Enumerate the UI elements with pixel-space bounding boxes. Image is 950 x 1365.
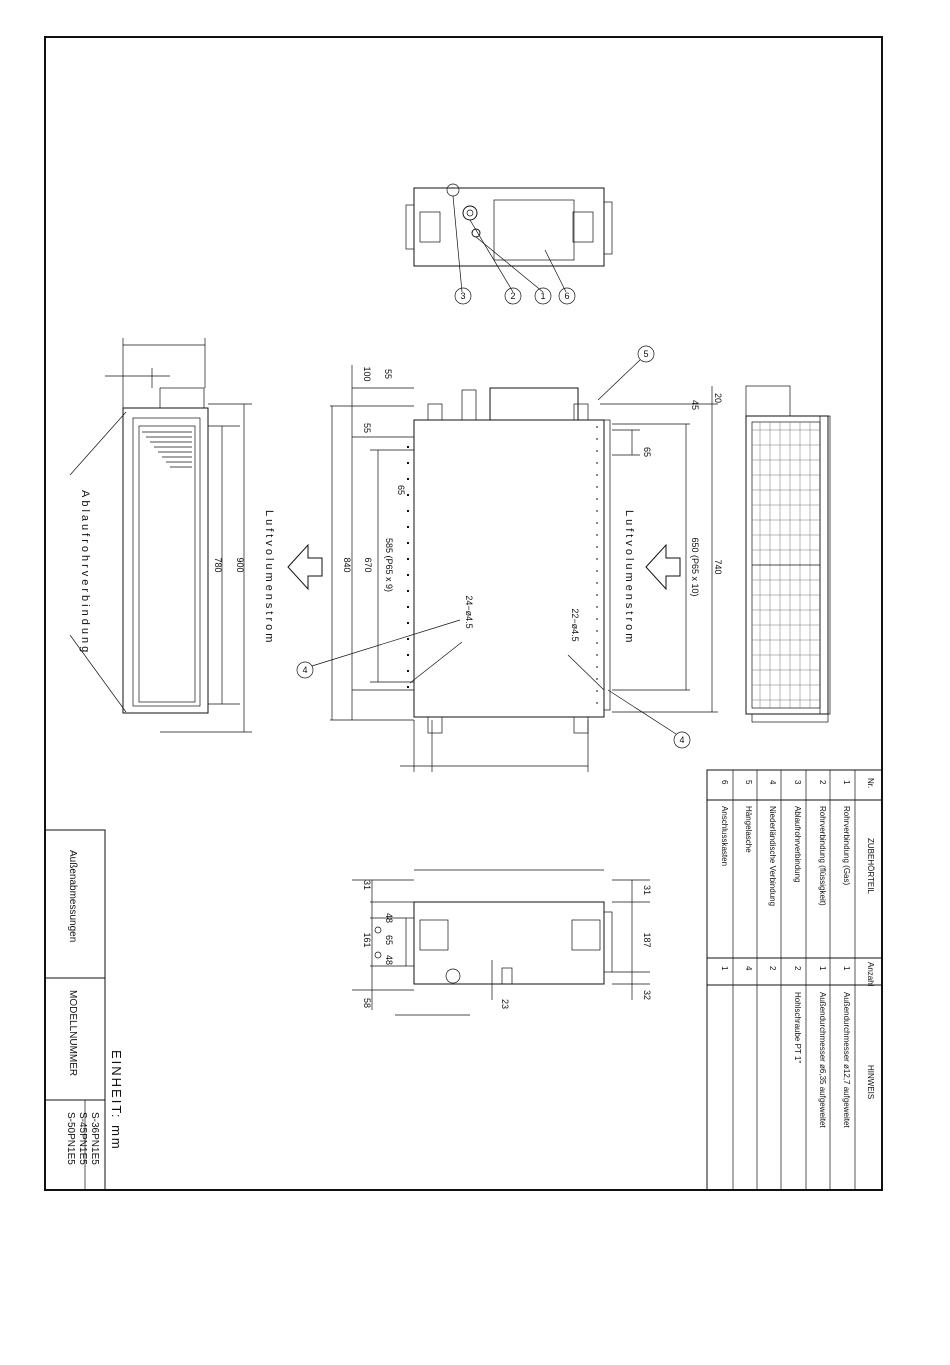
svg-text:4: 4: [744, 966, 753, 971]
callout-1: [534, 287, 552, 305]
model-3: S-50PN1E5: [65, 1112, 76, 1165]
dim-31-right: 31: [642, 885, 652, 895]
svg-text:Hängelasche: Hängelasche: [744, 806, 753, 853]
svg-text:Rohrverbindung (flüssigkeit): Rohrverbindung (flüssigkeit): [818, 806, 827, 906]
svg-text:2: 2: [793, 966, 802, 971]
header-qty: Anzahl: [866, 962, 875, 987]
svg-text:Niederländische Verbindung: Niederländische Verbindung: [768, 806, 777, 906]
model-number-label: MODELLNUMMER: [67, 990, 78, 1076]
model-1: S-36PN1E5: [89, 1112, 100, 1165]
dim-55-top: 55: [383, 369, 393, 379]
svg-text:1: 1: [842, 780, 851, 785]
dim-31-left: 31: [362, 880, 372, 890]
dim-23: 23: [500, 999, 510, 1009]
callout-4-right-label: 4: [679, 735, 684, 745]
title-block: Außenabmessungen MODELLNUMMER S-36PN1E5 …: [44, 829, 124, 1191]
dim-65-left: 65: [396, 485, 406, 495]
drawing-border: [44, 36, 883, 1191]
dim-585: 585 (P65 x 9): [384, 538, 394, 592]
dim-840: 840: [342, 557, 352, 572]
table-row: 3 Ablaufrohrverbindung 2 Hohlschraube PT…: [793, 780, 802, 1063]
dim-32: 32: [642, 990, 652, 1000]
hole-note-24: 24−ø4.5: [464, 595, 474, 628]
svg-text:6: 6: [720, 780, 729, 785]
bottom-view: 31 48 65 48 161 58 31 187 32 23: [352, 869, 652, 1016]
main-plan-view: 100 55 55 65 585 (P65 x 9) 670 840 24−ø4…: [296, 345, 723, 772]
dim-650: 650 (P65 x 10): [690, 537, 700, 596]
model-2: S-45PN1E5: [77, 1112, 88, 1165]
dim-48-a: 48: [384, 913, 394, 923]
svg-text:Außendurchmesser ø12,7 aufgewe: Außendurchmesser ø12,7 aufgeweitet: [842, 992, 851, 1128]
drawing-title: Außenabmessungen: [67, 850, 78, 942]
dim-670: 670: [363, 557, 373, 572]
dim-161: 161: [362, 932, 372, 947]
callout-3: [454, 287, 472, 305]
callout-3-label: 3: [460, 291, 465, 301]
header-note: HINWEIS: [866, 1065, 875, 1099]
table-row: 2 Rohrverbindung (flüssigkeit) 1 Außendu…: [818, 780, 827, 1128]
drain-connection-label: Ablaufrohrverbindung: [79, 490, 91, 655]
svg-text:1: 1: [842, 966, 851, 971]
svg-text:Anschlusskasten: Anschlusskasten: [720, 806, 729, 866]
callout-4-left: [296, 661, 314, 679]
svg-text:Rohrverbindung (Gas): Rohrverbindung (Gas): [842, 806, 851, 885]
callout-4-right: [673, 731, 691, 749]
table-row: 4 Niederländische Verbindung 2: [768, 780, 777, 971]
svg-text:Hohlschraube PT 1": Hohlschraube PT 1": [793, 992, 802, 1063]
dim-20: 20: [713, 393, 723, 403]
callout-6: [558, 287, 576, 305]
svg-text:1: 1: [720, 966, 729, 971]
table-row: 5 Hängelasche 4: [744, 780, 753, 971]
dim-740: 740: [713, 559, 723, 574]
header-nr: Nr.: [866, 778, 875, 788]
svg-text:2: 2: [818, 780, 827, 785]
header-part: ZUBEHÖRTEIL: [866, 838, 875, 894]
dim-58: 58: [362, 998, 372, 1008]
hole-note-22: 22−ø4.5: [570, 608, 580, 641]
dim-900: 900: [235, 557, 245, 572]
callout-1-label: 1: [540, 291, 545, 301]
callout-6-label: 6: [564, 291, 569, 301]
dim-48-b: 48: [384, 955, 394, 965]
callout-5-label: 5: [643, 349, 648, 359]
callout-4-left-label: 4: [302, 665, 307, 675]
callout-2-label: 2: [510, 291, 515, 301]
svg-text:3: 3: [793, 780, 802, 785]
svg-text:1: 1: [818, 966, 827, 971]
accessories-table: Nr. ZUBEHÖRTEIL Anzahl HINWEIS 1 Rohrver…: [706, 769, 883, 1191]
svg-text:2: 2: [768, 966, 777, 971]
top-view: 3 2 1 6: [405, 183, 613, 305]
airflow-left-label: Luftvolumenstrom: [263, 510, 275, 645]
dim-65-right: 65: [642, 447, 652, 457]
callout-2: [504, 287, 522, 305]
dim-100: 100: [362, 366, 372, 381]
svg-text:4: 4: [768, 780, 777, 785]
svg-text:5: 5: [744, 780, 753, 785]
dim-45: 45: [690, 400, 700, 410]
airflow-right-label: Luftvolumenstrom: [623, 510, 635, 645]
dim-187: 187: [642, 932, 652, 947]
dim-65-bottom: 65: [384, 935, 394, 945]
table-row: 1 Rohrverbindung (Gas) 1 Außendurchmesse…: [842, 780, 851, 1128]
dim-780: 780: [213, 557, 223, 572]
callout-5: [637, 345, 655, 363]
svg-text:Außendurchmesser ø6,35 aufgewe: Außendurchmesser ø6,35 aufgeweitet: [818, 992, 827, 1128]
airflow-right: Luftvolumenstrom: [623, 510, 681, 645]
dim-55-mid: 55: [362, 423, 372, 433]
airflow-left: Luftvolumenstrom: [263, 510, 323, 645]
svg-text:Ablaufrohrverbindung: Ablaufrohrverbindung: [793, 806, 802, 883]
unit-label: EINHEIT: mm: [109, 1050, 124, 1151]
left-side-view: Ablaufrohrverbindung 780 900: [69, 338, 252, 733]
right-side-view: [745, 385, 831, 723]
table-row: 6 Anschlusskasten 1: [720, 780, 729, 971]
